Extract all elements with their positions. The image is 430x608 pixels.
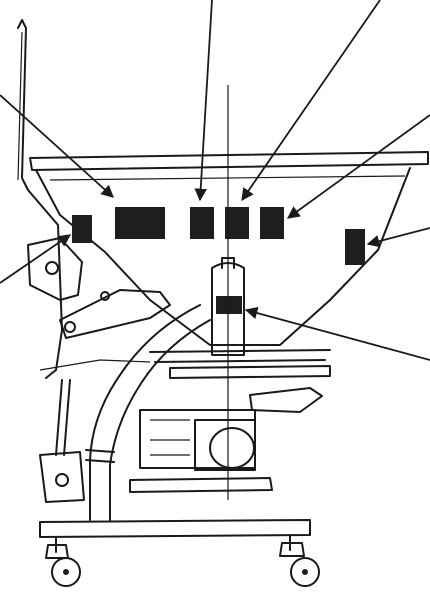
agitator-column (211, 85, 245, 500)
housing-detail (150, 419, 190, 456)
ejector-vane (249, 387, 323, 413)
tube-inner (109, 319, 211, 521)
frame-upright (55, 379, 71, 456)
left-wheel (51, 557, 81, 587)
leader-arrow-7 (244, 306, 430, 361)
support-strut (39, 359, 151, 371)
label-box-3 (225, 207, 249, 239)
label-box-5 (72, 215, 92, 243)
label-box-6 (345, 229, 365, 265)
pivot-bolt (100, 291, 110, 301)
base-frame (39, 519, 311, 538)
frame-bolt (55, 473, 69, 487)
label-box-7 (216, 296, 242, 314)
hopper-bottom-plate (149, 349, 331, 363)
label-box-2 (190, 207, 214, 239)
label-box-4 (260, 207, 284, 239)
tube-outer (89, 304, 201, 521)
lever-rod-inner (17, 31, 23, 181)
leader-arrow-4 (286, 114, 430, 219)
motor-block (194, 419, 256, 471)
tube-band (85, 449, 115, 463)
spreader-disc (169, 365, 331, 379)
castor-wheels (45, 542, 320, 587)
hopper-rim (29, 151, 429, 171)
linkage-bar (59, 289, 171, 339)
column-neck (221, 257, 235, 269)
leader-arrow-2 (194, 0, 213, 202)
leader-arrow-1 (0, 94, 114, 198)
lever-rod (17, 19, 63, 379)
frame-rail (39, 451, 85, 503)
left-wheel-hub (63, 569, 69, 575)
leader-arrows (0, 0, 430, 361)
motor-drum (209, 427, 255, 469)
lever-assembly (17, 19, 171, 379)
right-caster-fork (279, 542, 305, 557)
leader-arrow-3 (241, 0, 381, 202)
base-shelf (129, 477, 273, 493)
frame (39, 379, 311, 553)
right-wheel-hub (302, 569, 308, 575)
linkage-pivot (45, 261, 59, 275)
pivot-bolt (64, 321, 76, 333)
right-wheel (290, 557, 320, 587)
linkage-arm (27, 237, 83, 301)
label-boxes (72, 207, 365, 314)
spreader-assembly (129, 365, 331, 493)
leader-arrow-6 (366, 227, 430, 248)
gear-housing (139, 409, 256, 469)
delivery-tube (85, 304, 211, 521)
label-box-1 (115, 207, 165, 239)
